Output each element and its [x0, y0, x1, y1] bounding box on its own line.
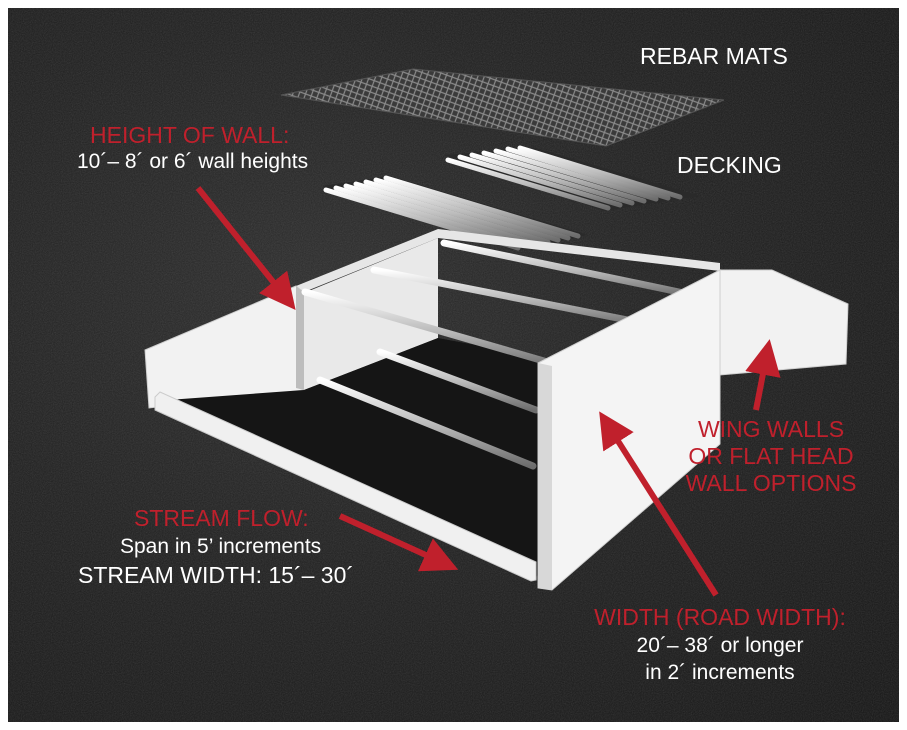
annotation-arrows [195, 186, 781, 597]
road-width-increments: in 2´ increments [645, 661, 795, 684]
stream-arrow [338, 513, 459, 572]
wing-walls-line1: WING WALLS [697, 416, 845, 442]
bridge-diagram [144, 68, 849, 597]
stream-flow-title: STREAM FLOW: [134, 505, 309, 531]
rebar-mats-label: REBAR MATS [640, 43, 788, 69]
road-width-title: WIDTH (ROAD WIDTH): [594, 604, 846, 630]
wing-walls-line3: WALL OPTIONS [685, 470, 857, 496]
rebar-mat [280, 68, 725, 147]
road-width-detail: 20´– 38´ or longer [636, 634, 804, 657]
width-arrow [599, 411, 719, 597]
decking-panels [322, 145, 700, 251]
stream-flow-detail: Span in 5’ increments [120, 535, 322, 558]
stream-width-label: STREAM WIDTH: 15´– 30´ [78, 562, 355, 588]
height-of-wall-detail: 10´– 8´ or 6´ wall heights [77, 150, 309, 173]
height-arrow [195, 186, 296, 311]
diagram-panel: REBAR MATS DECKING HEIGHT OF WALL: 10´– … [8, 8, 899, 722]
decking-label: DECKING [677, 152, 782, 178]
height-of-wall-title: HEIGHT OF WALL: [90, 122, 290, 148]
wing-walls-line2: OR FLAT HEAD [688, 443, 854, 469]
wing-arrow [745, 339, 781, 411]
